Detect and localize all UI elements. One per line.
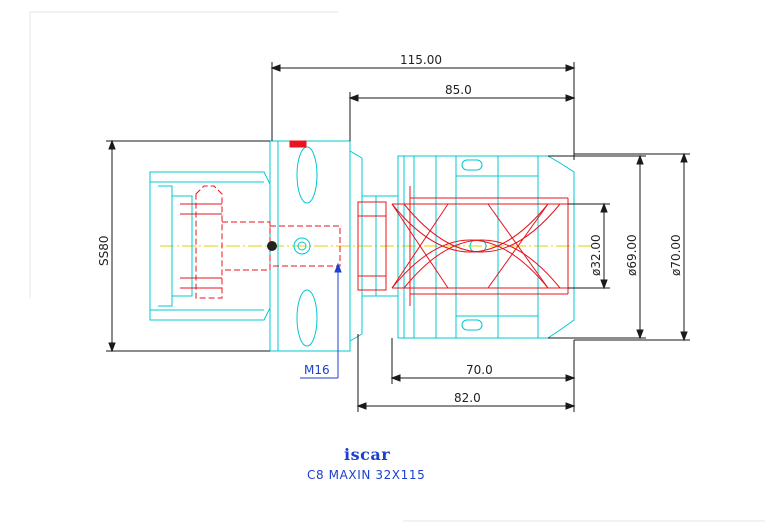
dim-length-82: 82.0	[454, 391, 481, 405]
dimension-lines	[106, 62, 690, 412]
logo-wordmark: iscar	[344, 445, 390, 464]
frame-lines	[29, 11, 765, 522]
cutaway-lines	[180, 140, 569, 306]
iscar-logo: iscar	[344, 445, 390, 464]
dim-nose-diameter: ø69.00	[625, 234, 639, 276]
dim-body-diameter: ø70.00	[669, 234, 683, 276]
center-mark	[267, 241, 277, 251]
thread-label: M16	[304, 363, 330, 377]
dim-bore-diameter: ø32.00	[589, 234, 603, 276]
dim-body-length: 85.0	[445, 83, 472, 97]
thread-leader	[300, 262, 342, 379]
dim-nose-length: 70.0	[466, 363, 493, 377]
dim-overall-length: 115.00	[400, 53, 442, 67]
product-name: C8 MAXIN 32X115	[307, 468, 425, 482]
dim-shank-diameter: SS80	[97, 235, 111, 266]
